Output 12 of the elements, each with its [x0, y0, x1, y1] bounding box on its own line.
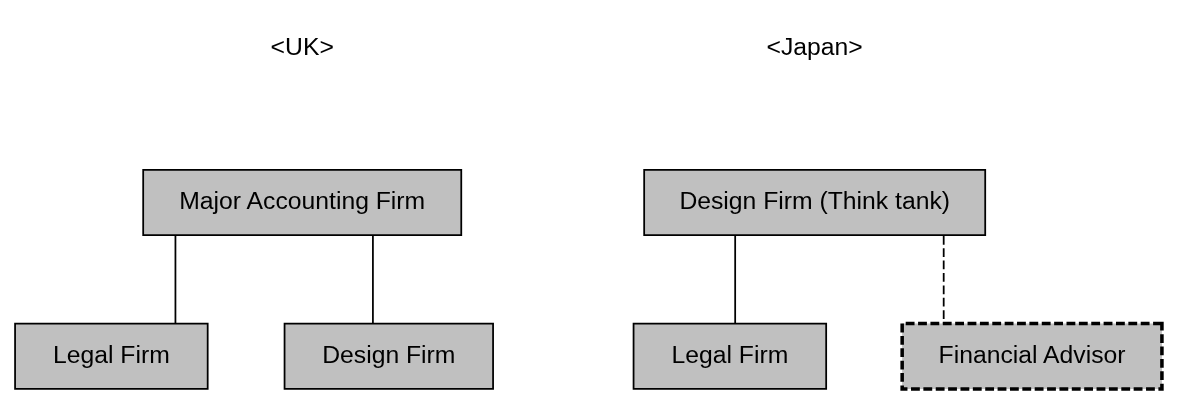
connector — [734, 234, 737, 325]
node-box: Design Firm — [283, 322, 494, 390]
node-box: Financial Advisor — [900, 321, 1164, 391]
connector — [174, 234, 177, 325]
node-box: Legal Firm — [14, 322, 209, 390]
node-box: Major Accounting Firm — [142, 168, 463, 237]
node-box: Design Firm (Think tank) — [643, 168, 987, 237]
connector — [942, 234, 945, 325]
connector — [372, 234, 374, 325]
label: <Japan> — [766, 33, 863, 61]
node-box: Legal Firm — [632, 322, 828, 390]
label: <UK> — [270, 33, 334, 61]
